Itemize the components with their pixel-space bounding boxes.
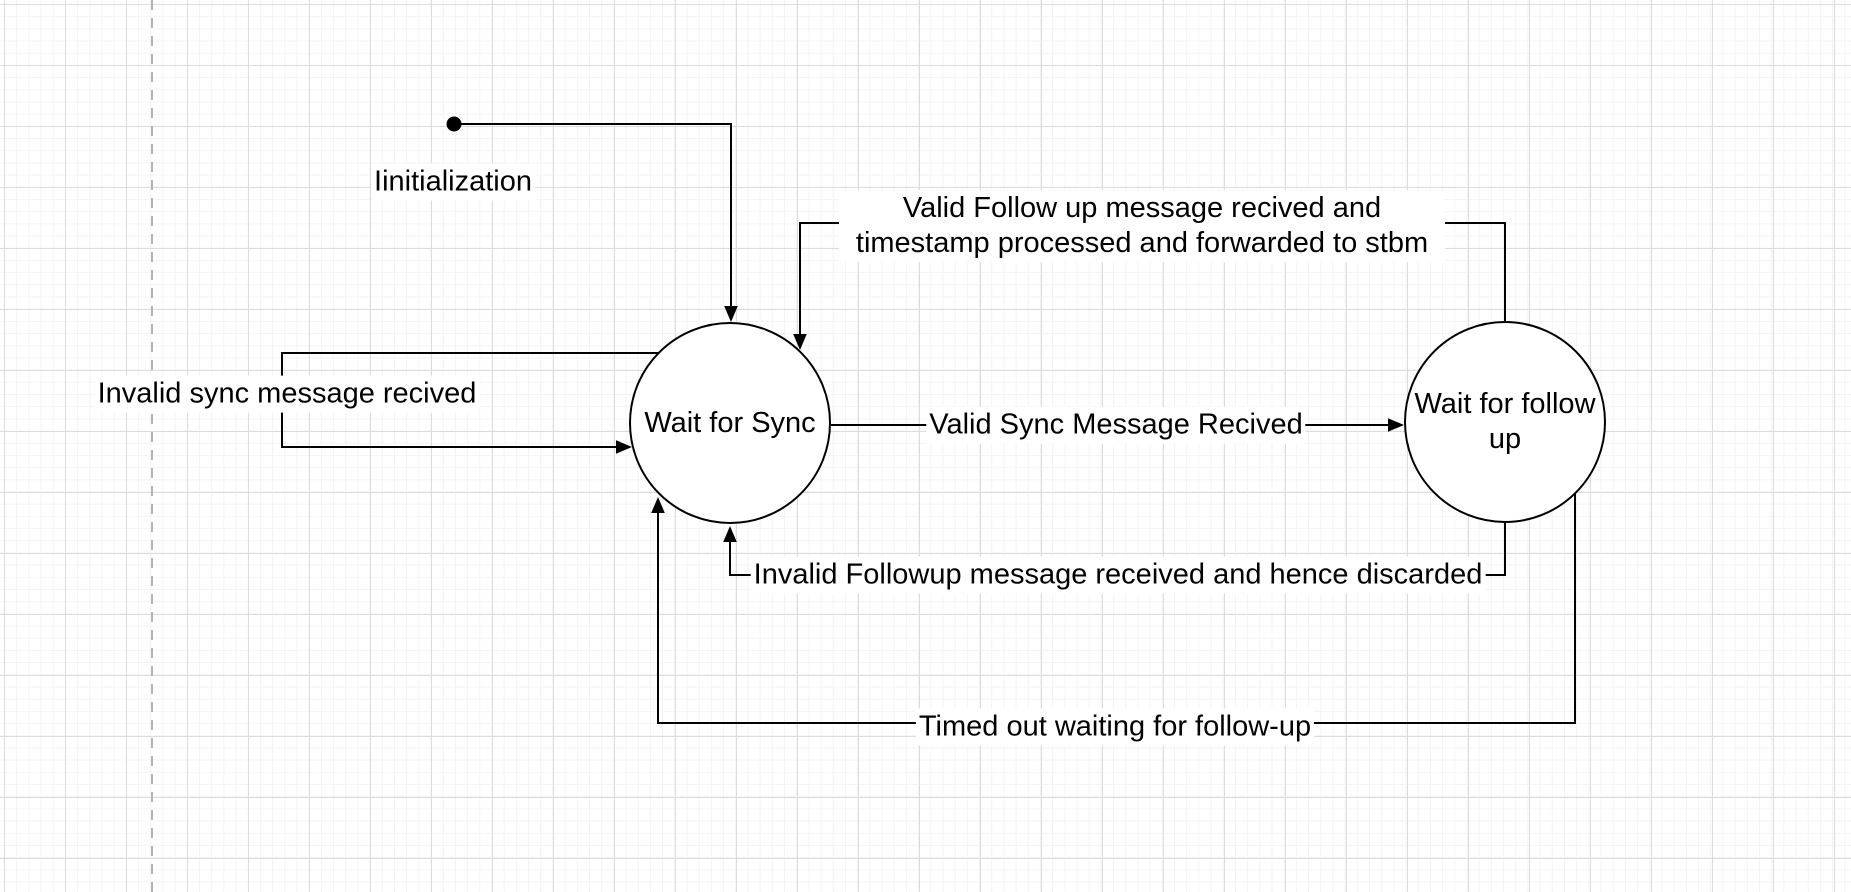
arrowhead-down-icon [724,306,738,322]
state-wait-for-sync[interactable] [629,322,831,524]
timeout-edge-label[interactable]: Timed out waiting for follow-up [915,708,1315,746]
valid-sync-edge-label[interactable]: Valid Sync Message Recived [926,406,1306,444]
transition-initialization[interactable] [446,116,738,323]
transition-timeout[interactable] [651,493,1576,724]
arrowhead-down-icon [793,334,807,350]
arrowhead-right-icon [1388,418,1404,432]
arrowhead-right-icon [616,440,632,454]
initialization-edge-label[interactable]: Iinitialization [371,163,535,201]
invalid-followup-edge-label[interactable]: Invalid Followup message received and he… [750,556,1486,594]
arrowhead-up-icon [651,497,665,513]
arrowhead-up-icon [723,526,737,542]
valid-followup-edge-label[interactable]: Valid Follow up message recived and time… [839,190,1445,262]
state-wait-for-follow-up[interactable] [1404,321,1606,523]
invalid-sync-edge-label[interactable]: Invalid sync message recived [94,375,480,413]
